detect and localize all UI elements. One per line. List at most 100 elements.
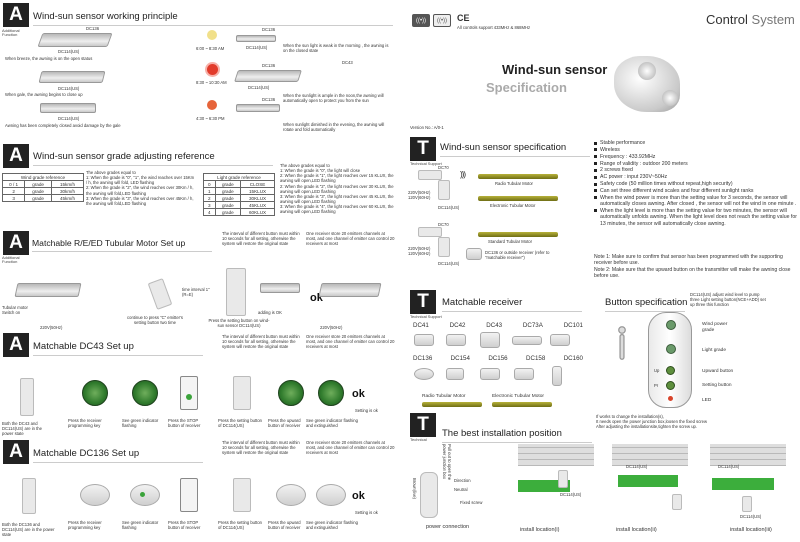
device-label: DC43 bbox=[342, 60, 353, 65]
device-label: DC136 bbox=[262, 97, 276, 102]
receiver-board bbox=[82, 380, 108, 406]
section-title: Matchable DC43 Set up bbox=[33, 341, 134, 352]
wind-grade-dial[interactable] bbox=[666, 320, 676, 330]
cell: CLOSE bbox=[240, 180, 275, 188]
device-label: DC114(US) bbox=[248, 85, 270, 90]
ce-mark: CE bbox=[457, 13, 470, 23]
wireless-icon: ((•)) bbox=[433, 14, 451, 27]
wire-label: Direction bbox=[454, 478, 471, 483]
sensor-device bbox=[438, 180, 450, 200]
step-caption: Press the setting button on wind-sun sen… bbox=[208, 318, 270, 329]
device-label: DC114(US) bbox=[438, 205, 460, 210]
voltage-label: 220V(50Hz) 120V(60Hz) bbox=[408, 190, 431, 201]
section-badge: A bbox=[3, 333, 29, 357]
awning-illustration bbox=[234, 70, 302, 82]
awning-illustration bbox=[236, 104, 280, 112]
section-badge: A bbox=[3, 3, 29, 27]
tubular-motor bbox=[478, 196, 558, 201]
section-title: Matchable DC136 Set up bbox=[33, 448, 140, 459]
device-label: DC114(US) bbox=[560, 492, 582, 497]
cell: 4 bbox=[203, 208, 216, 216]
setting-button[interactable] bbox=[666, 381, 675, 390]
voltage-label: 220V(50Hz) 120V(60Hz) bbox=[408, 246, 431, 257]
button-note: DC114(US) adjust wind level to pump thre… bbox=[690, 292, 766, 308]
cell: 0 / 1 bbox=[1, 180, 26, 188]
step-caption: Tubular motor Switch on bbox=[2, 305, 28, 316]
cell: grade bbox=[24, 180, 52, 188]
note-line: The above grades equal to bbox=[280, 163, 330, 168]
note-2: Note 2: Make sure that the upward button… bbox=[594, 267, 791, 280]
upward-button[interactable] bbox=[666, 366, 675, 375]
tubular-motor bbox=[478, 232, 558, 237]
section-subtitle: Additional Function bbox=[2, 255, 20, 265]
spec-list: Stable performance Wireless Frequency : … bbox=[594, 140, 798, 227]
button-label: Setting button bbox=[702, 383, 732, 388]
cell: 2 bbox=[203, 194, 216, 202]
cell: 15KLUX bbox=[240, 187, 275, 195]
section-subtitle: Technical Support bbox=[410, 161, 442, 166]
wall-illustration bbox=[518, 444, 594, 466]
receiver-image bbox=[480, 332, 500, 348]
section-subtitle: Technical Support bbox=[410, 314, 442, 319]
step-caption: Press the setting button of DC114(US) bbox=[218, 418, 262, 429]
step-caption: adding is OK bbox=[258, 310, 282, 315]
divider bbox=[605, 311, 685, 312]
tubular-motor bbox=[492, 402, 552, 407]
section-title: Matchable R/E/ED Tubular Motor Set up bbox=[32, 238, 186, 248]
button-label: Wind power grade bbox=[702, 322, 728, 333]
divider bbox=[33, 165, 273, 166]
light-grade-dial[interactable] bbox=[666, 344, 676, 354]
timing-note: The interval of different button must wi… bbox=[222, 231, 300, 247]
signal-icon: ))) bbox=[460, 170, 466, 179]
spec-item: 2 screws fixed bbox=[594, 167, 798, 173]
sensor-device bbox=[233, 478, 251, 512]
sensor-device bbox=[742, 496, 752, 512]
receiver-model: DC154 bbox=[450, 355, 470, 362]
sensor-device bbox=[558, 470, 568, 488]
step-caption: See green indicator flashing bbox=[122, 418, 159, 429]
button-label: Upward button bbox=[702, 369, 734, 374]
receiver-model: DC160 bbox=[563, 355, 583, 362]
device-label: DC114(US) bbox=[58, 116, 80, 121]
tubular-motor bbox=[422, 402, 482, 407]
cell: 1 bbox=[203, 187, 216, 195]
section-title: Wind-sun sensor specification bbox=[440, 142, 567, 153]
timing-note: The interval of different button must wi… bbox=[222, 440, 300, 456]
cell: 15km/h bbox=[50, 180, 85, 188]
note-line: 3: When the grade is "3", the light reac… bbox=[280, 193, 394, 204]
led-indicator bbox=[668, 396, 673, 401]
divider bbox=[440, 156, 590, 157]
step-caption: Press the STOP button of receiver bbox=[168, 520, 201, 531]
dc136-receiver bbox=[316, 484, 346, 506]
device-label: DC70 bbox=[438, 222, 449, 227]
receiver-model: DC158 bbox=[526, 355, 546, 362]
awning-illustration bbox=[40, 103, 96, 113]
wall-illustration bbox=[710, 444, 786, 466]
anemometer-cup bbox=[638, 62, 656, 80]
step-caption: time interval 1"(R=E) bbox=[182, 287, 210, 298]
motor-label: Electronic Tubular Motor bbox=[490, 203, 536, 208]
time-label: 6:00 ~ 8:30 AM bbox=[196, 46, 225, 51]
left-page: A Additional Function Wind-sun sensor wo… bbox=[1, 3, 394, 537]
dc70-remote bbox=[418, 227, 442, 237]
divider bbox=[33, 462, 203, 463]
awning-cassette bbox=[618, 475, 678, 487]
receiver-model: DC43 bbox=[486, 322, 503, 329]
receiver-model: DC41 bbox=[413, 322, 429, 329]
button-chip-label: Pr bbox=[654, 383, 659, 388]
step-caption: See green indicator flashing bbox=[122, 520, 159, 531]
ok-label: ok bbox=[352, 490, 365, 502]
awning-cassette bbox=[518, 480, 570, 492]
receiver-model: DC73A bbox=[522, 322, 543, 329]
dc136-receiver bbox=[276, 484, 306, 506]
device-label: DC114(US) bbox=[246, 45, 268, 50]
step-caption: Setting is ok bbox=[355, 408, 378, 413]
section-subtitle: Additional Function bbox=[2, 28, 20, 38]
right-page: ((•)) ((•)) CE All controls support 433M… bbox=[400, 0, 800, 542]
install-note: If works to change the installation(s), … bbox=[596, 414, 746, 429]
divider bbox=[442, 311, 582, 312]
sun-icon bbox=[207, 30, 217, 40]
